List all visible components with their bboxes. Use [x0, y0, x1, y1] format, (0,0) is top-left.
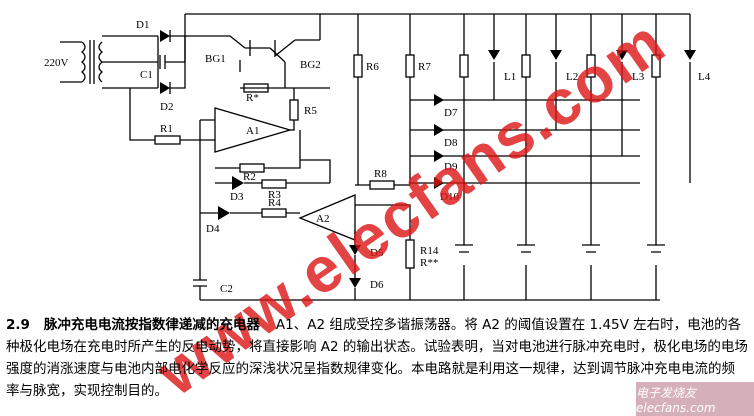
diode-d10	[434, 177, 444, 189]
figure-number: 2.9	[6, 317, 30, 333]
label-r1: R1	[160, 123, 173, 135]
diode-d6	[349, 278, 361, 288]
label-l3: L3	[632, 71, 645, 83]
resistor-r7	[405, 54, 415, 78]
label-c1: C1	[140, 69, 153, 81]
diode-d4	[218, 206, 230, 220]
diode-d1	[160, 30, 170, 42]
resistor-rstar	[243, 83, 269, 93]
opamp-a2	[298, 194, 356, 241]
label-d1: D1	[136, 19, 149, 31]
label-r6: R6	[366, 61, 379, 73]
diode-bank	[410, 94, 640, 189]
label-r8: R8	[374, 168, 387, 180]
label-bg2: BG2	[300, 59, 321, 71]
label-l2: L2	[566, 71, 578, 83]
label-c2: C2	[220, 283, 233, 295]
label-d2: D2	[160, 101, 173, 113]
label-d10: D10	[440, 191, 459, 203]
branches	[455, 14, 696, 300]
resistor-r1	[154, 135, 181, 145]
site-logo: 电子发烧友 elecfans.com	[636, 382, 754, 416]
label-d3: D3	[230, 191, 244, 203]
label-l1: L1	[504, 71, 516, 83]
label-a1: A1	[246, 125, 259, 137]
label-r7: R7	[418, 61, 431, 73]
label-d6: D6	[370, 279, 384, 291]
resistor-r3	[261, 179, 287, 189]
diode-d2	[160, 82, 170, 94]
diode-d9	[434, 150, 444, 162]
circuit-diagram: 220V D1 C1 D2 BG1 BG2 R* R5 A1 R1 R2 D3 …	[44, 13, 711, 301]
label-r4: R4	[268, 197, 281, 209]
resistor-r4	[261, 208, 287, 218]
diode-d5	[349, 245, 361, 255]
label-rstar: R*	[246, 92, 259, 104]
label-d8: D8	[444, 137, 458, 149]
label-r14: R14	[420, 245, 439, 257]
diode-d7	[434, 94, 444, 106]
resistor-r5	[289, 99, 299, 121]
diode-d3	[232, 176, 244, 190]
label-rstar2: R**	[420, 257, 438, 269]
label-bg1: BG1	[205, 53, 226, 65]
label-d9: D9	[444, 161, 458, 173]
label-d7: D7	[444, 107, 458, 119]
resistor-r6	[353, 54, 363, 78]
label-d5: D5	[370, 247, 384, 259]
diode-d8	[434, 124, 444, 136]
label-220v: 220V	[44, 57, 69, 69]
label-d4: D4	[206, 223, 220, 235]
label-r3: R3	[268, 189, 281, 201]
figure-description: A1、A2 组成受控多谐振荡器。将 A2 的阈值设置在 1.45V 左右时，电池…	[6, 317, 748, 399]
opamp-a1	[214, 107, 293, 153]
label-r2: R2	[243, 171, 256, 183]
label-r5: R5	[304, 105, 317, 117]
transformer	[60, 40, 104, 84]
figure-title: 脉冲充电电流按指数律递减的充电器	[43, 317, 260, 333]
label-a2: A2	[316, 213, 329, 225]
label-l4: L4	[698, 71, 711, 83]
